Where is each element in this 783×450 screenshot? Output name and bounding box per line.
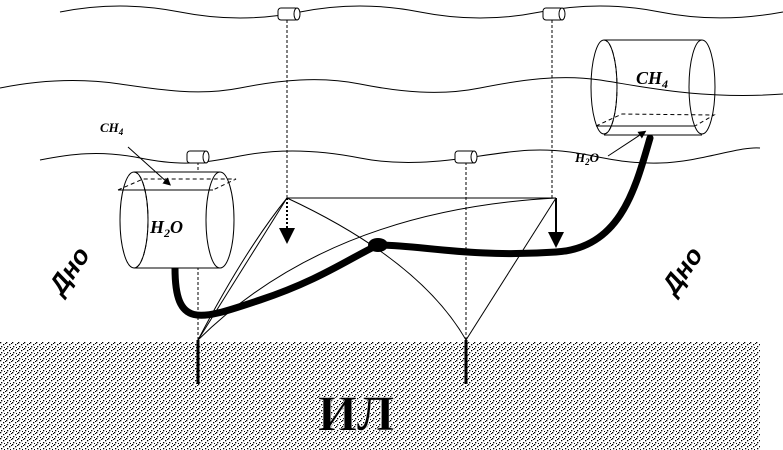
silt-label: ИЛ <box>318 385 394 441</box>
right-tank-liquid-label: H2O <box>574 150 600 167</box>
seabed-label-left: Дно <box>41 241 96 301</box>
right-tank <box>590 39 716 157</box>
water-wave-1 <box>59 5 783 19</box>
left-tank-liquid-label: H2O <box>149 217 183 240</box>
float-buoy <box>186 7 566 164</box>
left-tank-gas-label: CH4 <box>100 120 124 137</box>
seabed-label-right: Дно <box>654 241 709 301</box>
silt-layer <box>0 342 760 450</box>
hose-junction <box>368 238 388 252</box>
frame-arc-3 <box>197 197 288 341</box>
water-wave-3 <box>39 147 761 164</box>
left-tank <box>117 146 237 269</box>
water-wave-2 <box>0 77 783 96</box>
frame-line-right <box>465 197 557 341</box>
frame-arc-1 <box>197 197 557 341</box>
right-tank-gas-label: CH4 <box>636 68 668 91</box>
frame-arc-2 <box>286 197 467 341</box>
